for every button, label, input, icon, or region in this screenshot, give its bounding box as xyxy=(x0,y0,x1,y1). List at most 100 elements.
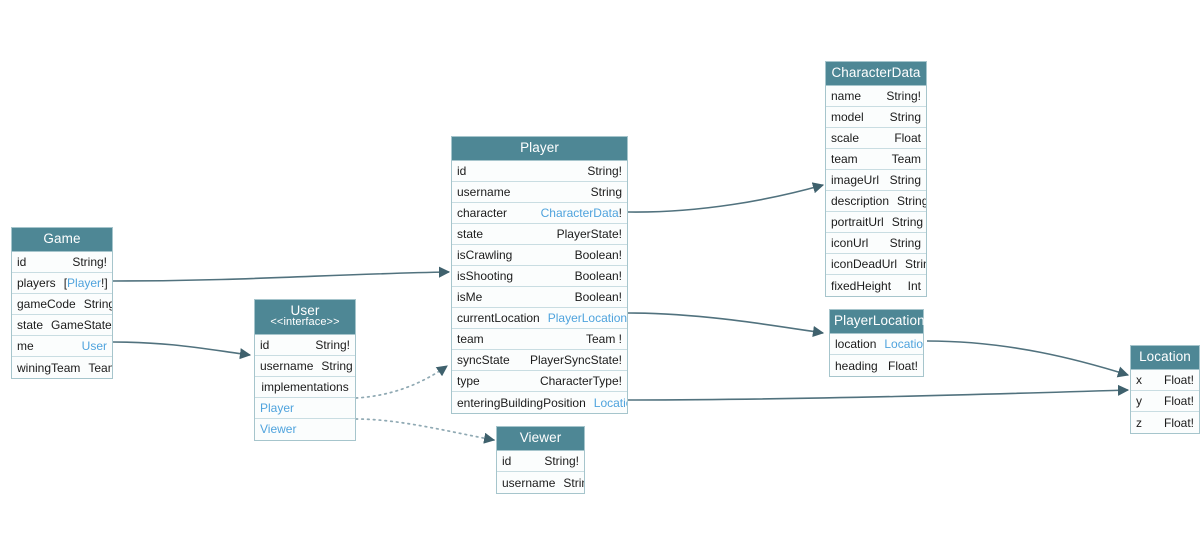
table-row[interactable]: heading Float! xyxy=(830,355,923,377)
entity-user-stereotype: <<interface>> xyxy=(270,316,340,329)
type-ref[interactable]: PlayerLocation xyxy=(547,311,627,326)
edge-player-character-to-characterdata xyxy=(627,182,825,213)
field-name: description xyxy=(831,194,890,209)
table-row[interactable]: players [Player!] xyxy=(12,273,112,295)
field-type: PlayerLocation! xyxy=(540,311,627,325)
table-row[interactable]: y Float! xyxy=(1131,391,1199,413)
field-name: imageUrl xyxy=(831,173,880,188)
field-name: team xyxy=(831,152,858,167)
table-row[interactable]: model String xyxy=(826,107,926,129)
table-row[interactable]: username String xyxy=(497,472,584,494)
field-name: name xyxy=(831,89,862,104)
field-name: fixedHeight xyxy=(831,278,892,293)
field-type: String! xyxy=(315,337,350,352)
table-row[interactable]: isCrawling Boolean! xyxy=(452,245,627,267)
table-row[interactable]: isMe Boolean! xyxy=(452,287,627,309)
field-type: [Player!] xyxy=(56,276,108,290)
field-name: scale xyxy=(831,131,860,146)
field-type: String! xyxy=(72,255,107,270)
table-row[interactable]: iconUrl String xyxy=(826,233,926,255)
table-row[interactable]: username String xyxy=(452,182,627,204)
table-row[interactable]: portraitUrl String xyxy=(826,212,926,234)
field-type: String! xyxy=(587,164,622,179)
table-row[interactable]: isShooting Boolean! xyxy=(452,266,627,288)
edge-game-players-to-player xyxy=(112,266,451,282)
entity-location[interactable]: Location x Float! y Float! z Float! xyxy=(1130,345,1200,435)
type-ref[interactable]: User xyxy=(81,339,107,354)
table-row[interactable]: username String xyxy=(255,355,355,377)
edge-game-me-to-user xyxy=(112,341,252,360)
entity-user-name: User xyxy=(290,303,320,318)
table-row[interactable]: scale Float xyxy=(826,128,926,150)
table-row[interactable]: id String! xyxy=(255,334,355,356)
field-type: String! xyxy=(544,454,579,469)
field-name: isShooting xyxy=(457,269,514,284)
implementation-item-viewer[interactable]: Viewer xyxy=(255,418,355,440)
implementation-name: Viewer xyxy=(260,422,297,437)
table-row[interactable]: currentLocation PlayerLocation! xyxy=(452,308,627,330)
edge-player-currentlocation-to-playerlocation xyxy=(627,312,825,338)
table-row[interactable]: id String! xyxy=(497,451,584,473)
field-name: isMe xyxy=(457,290,483,305)
field-name: id xyxy=(17,255,27,270)
table-row[interactable]: team Team xyxy=(826,149,926,171)
entity-game[interactable]: Game id String! players [Player!] gameCo… xyxy=(11,227,113,380)
type-ref[interactable]: Player xyxy=(67,276,102,291)
type-suffix: ! xyxy=(618,206,622,221)
table-row[interactable]: x Float! xyxy=(1131,370,1199,392)
entity-user[interactable]: User <<interface>> id String! username S… xyxy=(254,299,356,441)
entity-viewer-title: Viewer xyxy=(497,427,584,452)
field-type: Float xyxy=(894,131,921,146)
entity-viewer[interactable]: Viewer id String! username String xyxy=(496,426,585,495)
field-type: Boolean! xyxy=(574,248,622,263)
field-type: Location xyxy=(586,396,627,410)
edge-user-implements-viewer xyxy=(355,418,496,444)
field-type: Team ! xyxy=(585,332,622,347)
field-type: String xyxy=(889,173,921,188)
field-type: CharacterType! xyxy=(539,374,622,389)
field-name: gameCode xyxy=(17,297,76,312)
table-row[interactable]: iconDeadUrl String xyxy=(826,254,926,276)
table-row[interactable]: winingTeam Team xyxy=(12,357,112,379)
table-row[interactable]: z Float! xyxy=(1131,412,1199,434)
table-row[interactable]: imageUrl String xyxy=(826,170,926,192)
field-type: String xyxy=(563,475,584,490)
implementation-name: Player xyxy=(260,400,295,415)
type-ref[interactable]: Location xyxy=(593,395,627,410)
table-row[interactable]: gameCode String! xyxy=(12,294,112,316)
entity-location-title: Location xyxy=(1131,346,1199,371)
type-ref[interactable]: CharacterData xyxy=(540,206,619,221)
field-name: id xyxy=(260,337,270,352)
table-row[interactable]: id String! xyxy=(452,161,627,183)
field-name: me xyxy=(17,339,34,354)
type-ref[interactable]: Location xyxy=(884,337,923,352)
table-row[interactable]: me User xyxy=(12,336,112,358)
type-suffix: !] xyxy=(101,276,108,291)
entity-player[interactable]: Player id String! username String charac… xyxy=(451,136,628,415)
table-row[interactable]: state PlayerState! xyxy=(452,224,627,246)
table-row[interactable]: type CharacterType! xyxy=(452,371,627,393)
table-row[interactable]: location Location! xyxy=(830,334,923,356)
field-name: y xyxy=(1136,394,1142,409)
field-type: Float! xyxy=(1163,394,1194,409)
entity-player-title: Player xyxy=(452,137,627,162)
field-name: team xyxy=(457,332,484,347)
type-prefix: [ xyxy=(63,276,68,291)
entity-playerlocation[interactable]: PlayerLocation location Location! headin… xyxy=(829,309,925,378)
table-row[interactable]: character CharacterData! xyxy=(452,203,627,225)
table-row[interactable]: state GameState! xyxy=(12,315,112,337)
table-row[interactable]: fixedHeight Int xyxy=(826,275,926,297)
table-row[interactable]: enteringBuildingPosition Location xyxy=(452,392,627,414)
table-row[interactable]: id String! xyxy=(12,252,112,274)
field-type: String xyxy=(891,215,924,230)
entity-characterdata[interactable]: CharacterData name String! model String … xyxy=(825,61,927,298)
field-name: heading xyxy=(835,358,878,373)
table-row[interactable]: syncState PlayerSyncState! xyxy=(452,350,627,372)
table-row[interactable]: team Team ! xyxy=(452,329,627,351)
field-type: Int xyxy=(907,278,921,293)
field-type: User xyxy=(74,339,107,353)
table-row[interactable]: name String! xyxy=(826,86,926,108)
table-row[interactable]: description String xyxy=(826,191,926,213)
implementation-item-player[interactable]: Player xyxy=(255,397,355,419)
